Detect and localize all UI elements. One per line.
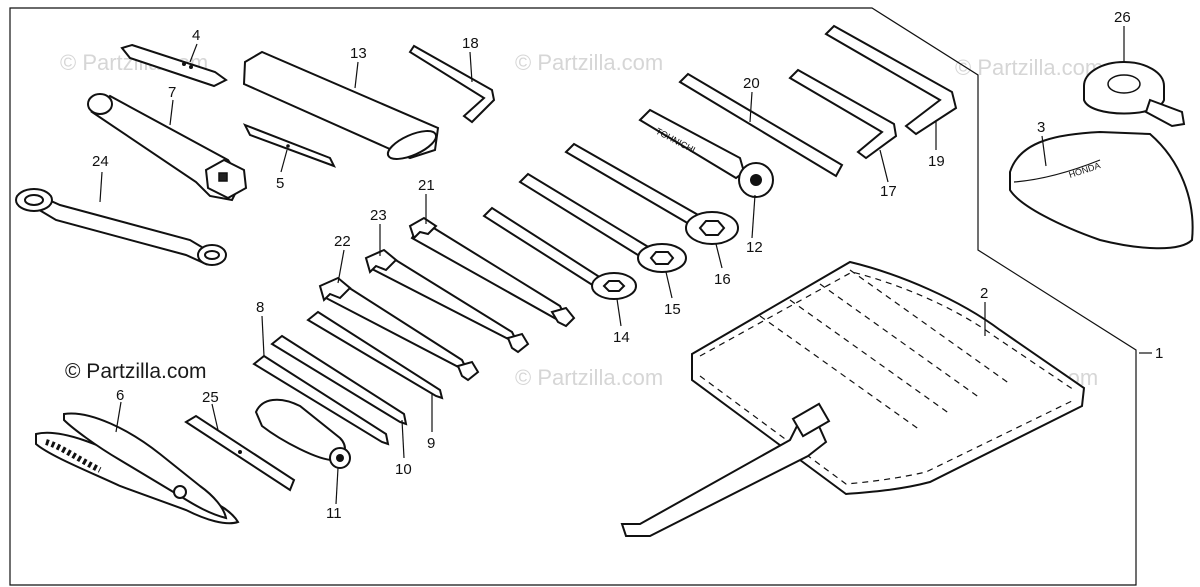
callout-21: 21 — [418, 177, 435, 194]
callout-20: 20 — [743, 75, 760, 92]
callout-10: 10 — [395, 461, 412, 478]
part-pin-spanner[interactable] — [184, 414, 296, 492]
watermark-text: © Partzilla.com — [955, 55, 1103, 80]
callout-4: 4 — [192, 27, 200, 44]
callout-6: 6 — [116, 387, 124, 404]
watermark-text: © Partzilla.com — [515, 365, 663, 390]
part-flat-blade-tool[interactable] — [242, 123, 337, 168]
part-screwdriver-phillips[interactable] — [252, 354, 390, 446]
part-tire-gauge[interactable] — [1083, 61, 1186, 128]
callout-18: 18 — [462, 35, 479, 52]
part-open-end-wrench-b[interactable] — [318, 276, 480, 382]
part-hex-wrench-large[interactable] — [824, 24, 958, 136]
callout-5: 5 — [276, 175, 284, 192]
part-box-wrench-small[interactable] — [482, 206, 637, 300]
callout-3: 3 — [1037, 119, 1045, 136]
callout-15: 15 — [664, 301, 681, 318]
part-screwdriver-flat[interactable] — [306, 310, 444, 400]
part-spark-plug-wrench[interactable] — [87, 93, 248, 202]
callout-labels: 4 7 24 13 5 18 20 12 19 17 26 3 16 15 14… — [92, 9, 1163, 522]
part-tool-case[interactable]: HONDA — [1009, 130, 1194, 250]
part-hex-wrench-medium[interactable] — [788, 68, 898, 160]
callout-11: 11 — [326, 505, 342, 522]
callout-25: 25 — [202, 389, 219, 406]
part-screwdriver-handle[interactable] — [254, 398, 351, 469]
part-offset-ring-wrench[interactable] — [15, 188, 227, 266]
callout-8: 8 — [256, 299, 264, 316]
callout-2: 2 — [980, 285, 988, 302]
callout-23: 23 — [370, 207, 387, 224]
callout-16: 16 — [714, 271, 731, 288]
callout-13: 13 — [350, 45, 367, 62]
callout-26: 26 — [1114, 9, 1131, 26]
part-tool-bag[interactable] — [620, 260, 1086, 537]
part-extension-bar[interactable] — [678, 72, 844, 178]
watermark-main-text: © Partzilla.com — [65, 360, 207, 383]
callout-24: 24 — [92, 153, 109, 170]
part-tool-sleeve[interactable] — [242, 50, 440, 165]
callout-7: 7 — [168, 84, 176, 101]
part-ratchet-handle[interactable]: TOHNICHI — [638, 108, 774, 198]
part-box-wrench-large[interactable] — [564, 142, 739, 245]
assembly-frame — [9, 7, 1137, 586]
part-open-end-wrench-a[interactable] — [408, 216, 576, 328]
callout-19: 19 — [928, 153, 945, 170]
part-box-wrench-medium[interactable] — [518, 172, 687, 273]
callout-17: 17 — [880, 183, 897, 200]
part-flat-blade-tool-small[interactable] — [120, 43, 228, 88]
callout-9: 9 — [427, 435, 435, 452]
leader-lines — [99, 26, 1152, 505]
part-hex-wrench-small[interactable] — [408, 44, 496, 124]
callout-12: 12 — [746, 239, 763, 256]
callout-14: 14 — [613, 329, 630, 346]
callout-1: 1 — [1155, 345, 1163, 362]
callout-22: 22 — [334, 233, 351, 250]
part-pliers[interactable] — [35, 412, 240, 525]
watermark-text: © Partzilla.com — [515, 50, 663, 75]
part-open-end-wrench-c[interactable] — [364, 248, 530, 354]
part-screwdriver-grip[interactable] — [270, 334, 408, 426]
